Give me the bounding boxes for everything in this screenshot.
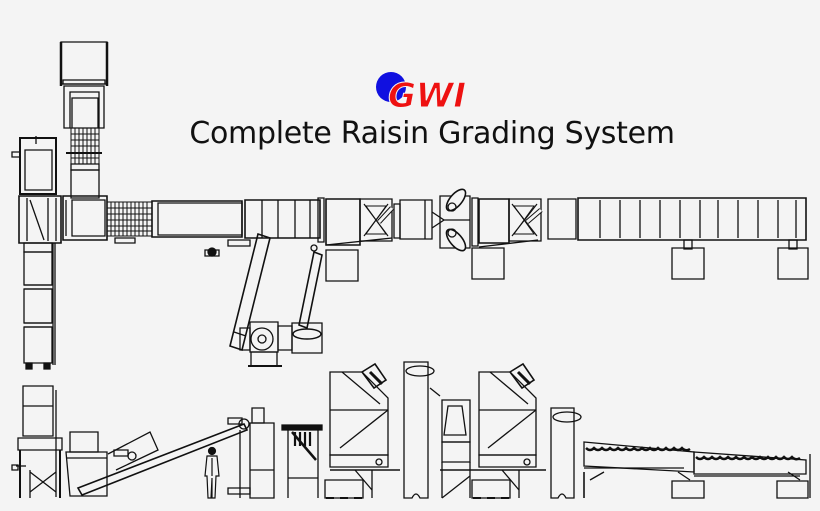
diverter [440,186,470,254]
gwi-logo: GWI [374,70,484,117]
aspiration-column-2 [551,408,581,498]
aspirator-grader-1 [325,364,400,498]
stemmer-unit [240,322,322,366]
grader-unit-1 [318,198,444,281]
left-elevator [12,136,61,369]
incline-conveyor [78,418,249,495]
main-conveyor [152,200,320,256]
svg-text:GWI: GWI [388,76,466,112]
operator-figure [205,448,219,499]
vibratory-feeder [66,432,107,496]
grader-unit-2 [472,198,576,279]
aspirator-grader-2 [472,364,546,498]
infeed-bin-top [61,42,107,198]
grading-shaker-2 [694,452,810,498]
hopper-junction [63,196,152,243]
grading-shaker-1 [584,442,704,498]
sorter-frame [440,400,474,498]
stemmer-cleaner [228,408,322,498]
inclined-elevator-right [299,245,322,328]
dumper [12,386,62,498]
aspiration-column-1 [404,362,440,498]
plan-view [12,42,808,369]
final-grading-conveyor [578,198,808,279]
diagram-title: Complete Raisin Grading System [0,116,820,151]
diagram-title-text: Complete Raisin Grading System [189,116,675,151]
elevation-view [12,362,810,498]
motor-symbol [205,248,219,256]
gwi-logo-graphic: GWI [376,72,467,117]
